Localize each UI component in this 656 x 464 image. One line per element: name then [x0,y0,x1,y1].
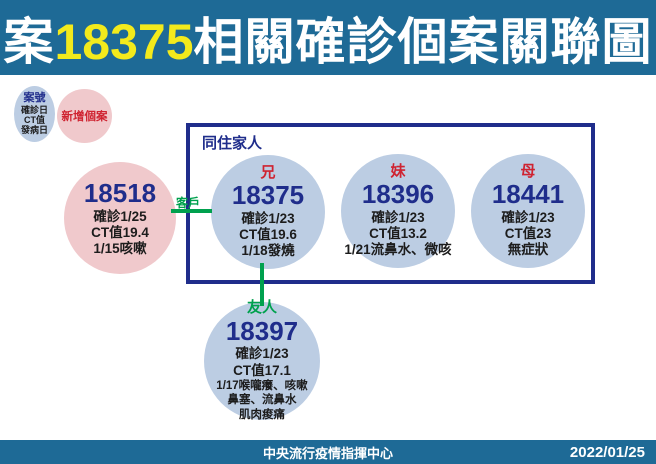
title-case-number: 18375 [54,13,194,70]
ct-value: CT值23 [504,226,552,242]
family-group-box: 同住家人 [186,123,595,284]
edge-customer-line [171,209,212,213]
ct-value: CT值19.4 [91,224,149,240]
symptoms: 1/15咳嗽 [93,241,147,257]
confirm-date: 確診1/23 [235,346,289,362]
case-number: 18518 [83,177,157,208]
ct-value: CT值17.1 [233,362,291,378]
symptoms-line-2: 鼻塞、流鼻水 [227,394,297,407]
case-number: 18397 [225,315,299,346]
confirm-date: 確診1/23 [241,210,295,226]
footer-organization: 中央流行疫情指揮中心 [262,445,393,461]
node-18397: 友人 18397 確診1/23 CT值17.1 1/17喉嚨癢、咳嗽 鼻塞、流鼻… [204,299,320,421]
symptoms-line-1: 1/17喉嚨癢、咳嗽 [216,379,308,392]
legend-confirm-date-label: 確診日 [20,104,48,115]
symptoms-line-3: 肌肉痠痛 [239,408,285,421]
footer-date: 2022/01/25 [569,443,645,461]
confirm-date: 確診1/23 [371,209,425,225]
page-title: 案18375相關確診個案關聯圖 [3,2,652,74]
title-suffix: 相關確診個案關聯圖 [193,13,653,70]
relation-label: 妹 [390,162,406,180]
case-number: 18375 [231,180,305,211]
legend-ct-value-label: CT值 [24,115,45,126]
relation-label: 兄 [260,163,276,181]
footer-bar: 中央流行疫情指揮中心 2022/01/25 [0,440,656,464]
symptoms: 1/21流鼻水、微咳 [344,242,452,258]
case-number: 18441 [491,179,565,210]
case-number: 18396 [361,179,435,210]
legend-new-case-label: 新增個案 [61,111,108,123]
node-18518: 18518 確診1/25 CT值19.4 1/15咳嗽 [64,162,176,274]
node-18375: 兄 18375 確診1/23 CT值19.6 1/18發燒 [211,155,325,269]
ct-value: CT值19.6 [239,227,297,243]
symptoms: 無症狀 [507,242,549,258]
symptoms: 1/18發燒 [241,243,295,259]
legend-new-case-node: 新增個案 [57,89,112,143]
edge-friend-line [260,263,264,306]
family-group-label: 同住家人 [202,135,263,152]
confirm-date: 確診1/23 [501,209,555,225]
relation-label: 母 [520,162,536,180]
legend-case-id-label: 案號 [23,92,46,105]
node-18396: 妹 18396 確診1/23 CT值13.2 1/21流鼻水、微咳 [341,154,455,268]
legend-onset-date-label: 發病日 [20,125,48,136]
title-bar: 案18375相關確診個案關聯圖 [0,0,656,75]
ct-value: CT值13.2 [369,226,427,242]
confirm-date: 確診1/25 [93,208,147,224]
edge-customer-label: 客戶 [176,196,201,210]
legend-sample-node: 案號 確診日 CT值 發病日 [14,86,55,142]
title-prefix: 案 [3,13,55,70]
node-18441: 母 18441 確診1/23 CT值23 無症狀 [471,154,585,268]
relation-label: 友人 [246,299,277,317]
